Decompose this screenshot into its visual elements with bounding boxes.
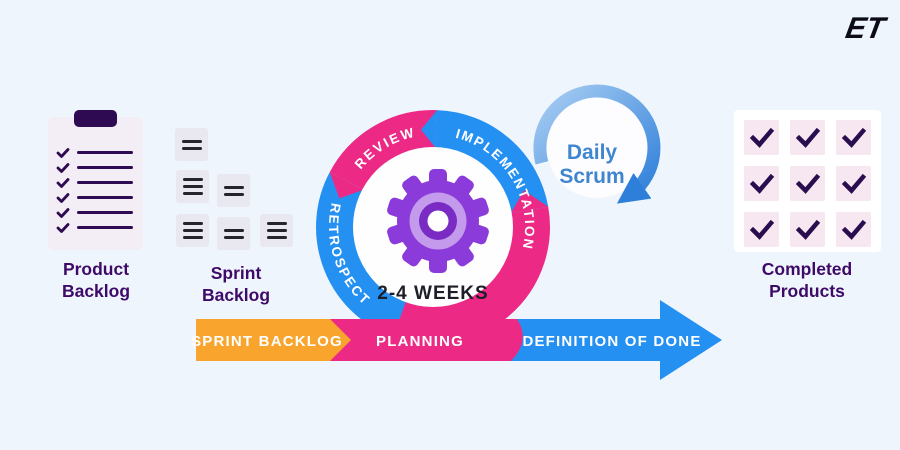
checkmark-icon — [56, 222, 70, 233]
text-line — [181, 139, 202, 143]
checkmark-icon — [56, 147, 70, 158]
check-square — [790, 120, 825, 155]
checkmark-icon — [795, 219, 820, 240]
checkmark-icon — [841, 173, 866, 194]
check-square — [790, 166, 825, 201]
sprint-duration-label: 2-4 WEEKS — [377, 283, 488, 304]
text-line — [223, 185, 244, 189]
completed-products-label: Completed Products — [761, 259, 853, 301]
checkmark-icon — [795, 127, 820, 148]
task-row — [56, 205, 135, 220]
text-line — [182, 229, 203, 232]
text-line — [223, 192, 244, 196]
task-line — [77, 195, 133, 200]
daily-scrum-label-line1: Daily — [567, 141, 618, 164]
task-row — [56, 160, 135, 175]
flow-planning-label: PLANNING — [376, 333, 464, 350]
text-line — [223, 235, 244, 239]
checkmark-icon — [56, 207, 70, 218]
daily-scrum-label-line2: Scrum — [559, 165, 624, 188]
task-row — [56, 220, 135, 235]
text-line — [266, 236, 287, 239]
chevron-implementation-tip — [421, 110, 438, 148]
document-card-icon — [176, 170, 209, 203]
chevron-planning-tip — [510, 190, 549, 214]
document-card-icon — [175, 128, 208, 161]
task-line — [77, 180, 133, 185]
chevron-review-tip — [329, 172, 364, 199]
task-row — [56, 145, 135, 160]
text-line — [223, 228, 244, 232]
task-row — [56, 190, 135, 205]
text-line — [182, 222, 203, 225]
text-line — [182, 178, 203, 181]
flow-band-definition — [500, 319, 662, 361]
flow-sprint-backlog-label: SPRINT BACKLOG — [191, 333, 343, 350]
check-square — [744, 120, 779, 155]
ring-segment-planning — [393, 206, 550, 344]
check-square — [790, 212, 825, 247]
clipboard-icon — [48, 110, 143, 250]
check-square — [836, 166, 871, 201]
checkmark-icon — [841, 127, 866, 148]
task-line — [77, 165, 133, 170]
gear-icon — [387, 169, 489, 273]
checkmark-icon — [56, 192, 70, 203]
product-backlog-label: Product Backlog — [61, 259, 131, 301]
flow-arrowhead — [660, 300, 722, 380]
text-line — [181, 146, 202, 150]
document-card-icon — [217, 217, 250, 250]
checkmark-icon — [749, 219, 774, 240]
checkmark-icon — [841, 219, 866, 240]
text-line — [266, 229, 287, 232]
check-square — [836, 120, 871, 155]
text-line — [266, 222, 287, 225]
check-square — [744, 166, 779, 201]
text-line — [182, 236, 203, 239]
clipboard-clip — [74, 110, 117, 127]
document-card-icon — [217, 174, 250, 207]
document-card-icon — [260, 214, 293, 247]
checkmark-icon — [749, 173, 774, 194]
checkmark-icon — [56, 162, 70, 173]
check-square — [744, 212, 779, 247]
flow-band-sprint-backlog — [196, 319, 351, 361]
task-row — [56, 175, 135, 190]
completed-products-card — [734, 110, 881, 252]
check-square — [836, 212, 871, 247]
text-line — [182, 185, 203, 188]
checkmark-icon — [749, 127, 774, 148]
task-line — [77, 225, 133, 230]
clipboard-task-list — [56, 145, 135, 235]
flow-definition-of-done-label: DEFINITION OF DONE — [522, 333, 701, 350]
task-line — [77, 210, 133, 215]
daily-scrum-loop-arrow — [533, 84, 661, 204]
ring-segment-retrospect — [316, 172, 410, 339]
checkmark-icon — [795, 173, 820, 194]
task-line — [77, 150, 133, 155]
text-line — [182, 192, 203, 195]
document-card-icon — [176, 214, 209, 247]
checkmark-icon — [56, 177, 70, 188]
sprint-backlog-label: Sprint Backlog — [201, 263, 271, 305]
